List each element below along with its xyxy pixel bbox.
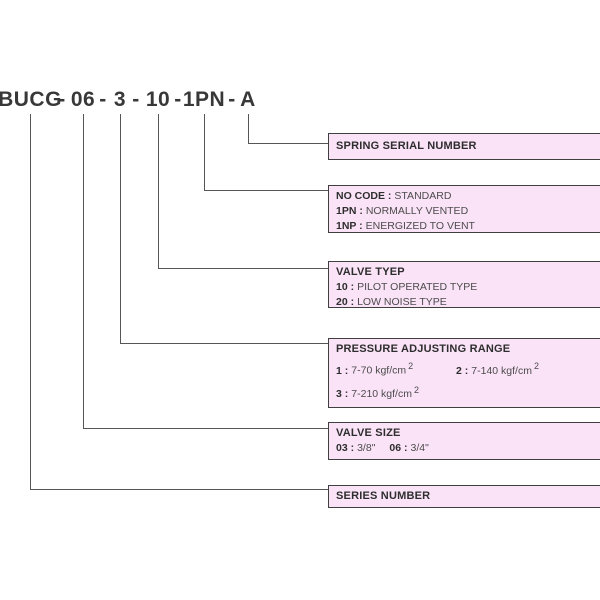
model-segment-pressure: 3	[113, 88, 127, 111]
model-segment-valve-type: 10	[145, 88, 171, 111]
code-desc: 7-140 kgf/cm	[471, 364, 532, 377]
connector-valve-type-horizontal	[158, 268, 328, 269]
code-desc: 3/4"	[410, 442, 429, 454]
model-separator: -	[99, 88, 107, 111]
connector-valve-type-vertical	[158, 114, 159, 268]
code-key: 3 :	[336, 388, 349, 400]
code-key: 20 :	[336, 296, 355, 308]
box-title: VALVE SIZE	[336, 427, 401, 439]
model-separator: -	[132, 88, 140, 111]
info-box-valve-size: VALVE SIZE 03 :3/8" 06 :3/4"	[328, 422, 600, 460]
code-key: 10 :	[336, 281, 355, 293]
code-key: 1PN :	[336, 205, 363, 217]
connector-vent-code-horizontal	[204, 190, 328, 191]
size-option-06: 06 :3/4"	[389, 442, 428, 454]
model-number: BUCG - 06 - 3 - 10 - 1PN - A	[0, 88, 600, 114]
connector-series-horizontal	[30, 489, 328, 490]
connector-spring-serial-vertical	[248, 114, 249, 143]
code-key: 1 :	[336, 364, 349, 377]
info-box-spring-serial-number: SPRING SERIAL NUMBER	[328, 133, 600, 160]
model-segment-vent-code: 1PN	[182, 88, 226, 111]
code-desc: PILOT OPERATED TYPE	[357, 281, 478, 293]
code-key: 1NP :	[336, 220, 363, 232]
code-key: NO CODE :	[336, 190, 392, 202]
code-row: 1NP :ENERGIZED TO VENT	[336, 219, 600, 232]
connector-pressure-horizontal	[120, 343, 328, 344]
code-desc: 7-210 kgf/cm	[351, 388, 412, 400]
code-row: 10 :PILOT OPERATED TYPE	[336, 280, 600, 295]
connector-spring-serial-horizontal	[248, 143, 328, 144]
model-segment-valve-size: 06	[70, 88, 96, 111]
model-segment-series: BUCG	[0, 88, 62, 111]
code-desc: LOW NOISE TYPE	[357, 296, 447, 308]
model-separator: -	[174, 88, 182, 111]
box-title: VALVE TYEP	[336, 266, 405, 278]
code-desc: ENERGIZED TO VENT	[365, 220, 475, 232]
box-title: SERIES NUMBER	[336, 490, 431, 502]
connector-series-vertical	[30, 114, 31, 489]
info-box-series-number: SERIES NUMBER	[328, 485, 600, 508]
code-key: 06 :	[389, 442, 408, 454]
connector-valve-size-vertical	[83, 114, 84, 428]
code-row: 20 :LOW NOISE TYPE	[336, 295, 600, 308]
code-row: 1PN :NORMALLY VENTED	[336, 204, 600, 219]
connector-valve-size-horizontal	[83, 428, 328, 429]
code-row: NO CODE :STANDARD	[336, 189, 600, 204]
box-title: SPRING SERIAL NUMBER	[336, 140, 477, 152]
code-key: 03 :	[336, 442, 355, 454]
box-title: PRESSURE ADJUSTING RANGE	[336, 343, 511, 355]
code-desc: 7-70 kgf/cm	[351, 364, 407, 377]
connector-vent-code-vertical	[204, 114, 205, 190]
code-desc: STANDARD	[394, 190, 452, 202]
superscript: 2	[408, 361, 414, 371]
model-separator: -	[58, 88, 66, 111]
code-desc: 3/8"	[357, 442, 376, 454]
connector-pressure-vertical	[120, 114, 121, 343]
info-box-vent-code: NO CODE :STANDARD 1PN :NORMALLY VENTED 1…	[328, 185, 600, 233]
code-row: 03 :3/8" 06 :3/4"	[336, 441, 600, 456]
info-box-valve-type: VALVE TYEP 10 :PILOT OPERATED TYPE 20 :L…	[328, 261, 600, 308]
code-key: 2 :	[456, 364, 469, 377]
superscript: 2	[533, 361, 539, 371]
model-separator: -	[228, 88, 236, 111]
code-desc: NORMALLY VENTED	[365, 205, 469, 217]
model-segment-spring-serial: A	[240, 88, 256, 111]
superscript: 2	[413, 384, 419, 395]
size-option-03: 03 :3/8"	[336, 442, 375, 454]
